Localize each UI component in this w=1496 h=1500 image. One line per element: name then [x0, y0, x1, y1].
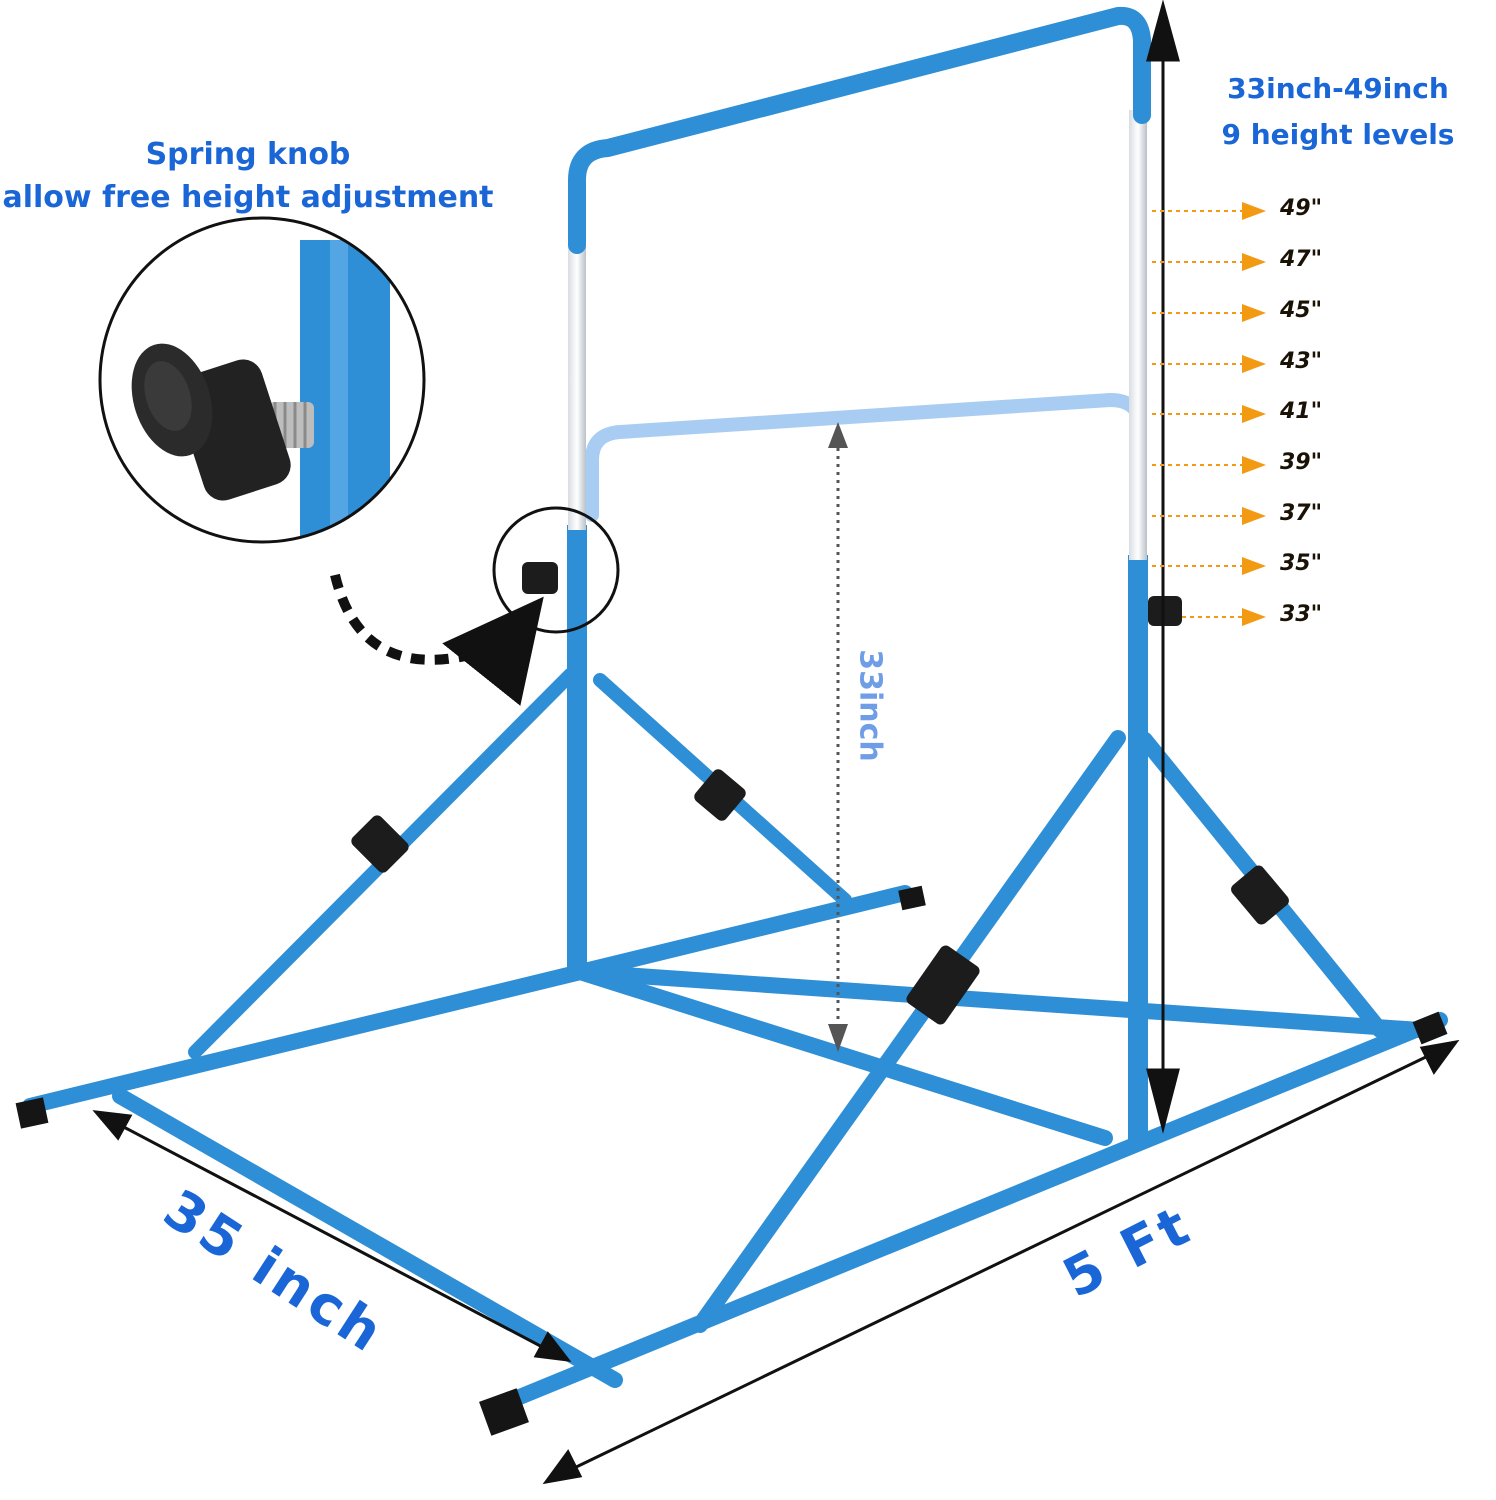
callout-title: Spring knob — [145, 137, 351, 172]
level-mark: 33" — [1280, 602, 1323, 627]
knob-highlight-circle — [492, 506, 620, 634]
bar-height-label: 33inch — [852, 649, 888, 762]
level-mark: 35" — [1280, 551, 1323, 576]
level-mark: 43" — [1280, 349, 1323, 374]
knob-icon — [522, 562, 1182, 626]
clamp-hinges — [351, 769, 1289, 1025]
level-arrows — [1152, 202, 1266, 626]
height-levels-label: 9 height levels — [1221, 118, 1455, 151]
level-mark: 39" — [1280, 450, 1323, 475]
level-mark: 45" — [1280, 298, 1323, 323]
bar-height-arrow — [828, 422, 848, 1052]
level-mark: 41" — [1280, 399, 1323, 424]
height-range-label: 33inch-49inch — [1227, 72, 1449, 105]
chrome-tubes — [568, 110, 1147, 560]
uprights — [567, 525, 1148, 1140]
right-braces — [692, 730, 1388, 1333]
magnified-knob-loupe — [98, 216, 426, 544]
height-range-arrow — [1146, 0, 1180, 1134]
level-mark: 49" — [1280, 196, 1323, 221]
callout-subtitle: allow free height adjustment — [2, 180, 494, 215]
level-mark: 37" — [1280, 501, 1323, 526]
callout-arrow — [330, 573, 544, 706]
ghost-low-bar — [585, 392, 1147, 522]
level-mark: 47" — [1280, 247, 1323, 272]
left-braces — [188, 668, 852, 1059]
end-caps — [15, 885, 1448, 1436]
base-frame — [22, 885, 1448, 1413]
width-arrow — [92, 1110, 572, 1362]
length-arrow — [542, 1039, 1460, 1485]
top-bar — [568, 6, 1151, 254]
